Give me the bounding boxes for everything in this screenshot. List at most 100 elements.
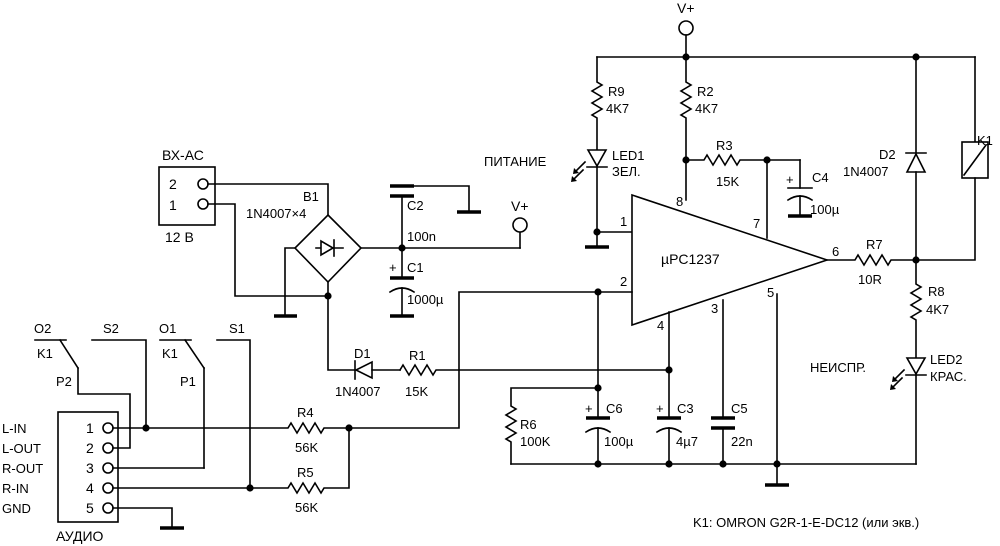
ic-pin3: 3 — [711, 301, 718, 316]
r8-value: 4K7 — [926, 302, 949, 317]
c6-value: 100µ — [604, 434, 634, 449]
led2-color: КРАС. — [930, 369, 967, 384]
b1-part: 1N4007×4 — [246, 206, 306, 221]
r3-ref: R3 — [716, 138, 733, 153]
ic-pin8: 8 — [676, 194, 683, 209]
ic-upc1237: µPC1237 1 2 3 4 5 6 7 8 — [620, 193, 839, 333]
capacitor-c6: + C6 100µ — [584, 288, 634, 465]
ic-pin5: 5 — [767, 285, 774, 300]
b1-ref: B1 — [303, 189, 319, 204]
resistor-r7: R7 10R — [826, 237, 920, 287]
r2-ref: R2 — [697, 84, 714, 99]
c5-value: 22n — [731, 434, 753, 449]
led2: LED2 КРАС. НЕИСПР. — [810, 352, 967, 465]
c4-ref: C4 — [812, 170, 829, 185]
r6-ref: R6 — [520, 417, 537, 432]
r9-ref: R9 — [608, 84, 625, 99]
r4-value: 56K — [295, 440, 318, 455]
led1-label: ПИТАНИЕ — [484, 154, 547, 169]
led1-color: ЗЕЛ. — [612, 164, 641, 179]
resistor-r8: R8 4K7 — [909, 259, 949, 359]
c3-ref: C3 — [677, 401, 694, 416]
vplus-top-terminal: V+ — [677, 0, 695, 36]
audio-pin-2: 2 — [86, 440, 94, 456]
contact-s2-label: S2 — [103, 321, 119, 336]
c2-ref: C2 — [407, 198, 424, 213]
c6-ref: C6 — [606, 401, 623, 416]
audio-pin-3: 3 — [86, 460, 94, 476]
audio-connector: 1 2 3 4 5 L-IN L-OUT R-OUT R-IN GND АУДИ… — [2, 411, 251, 544]
relay-contact-1: O1 S1 K1 P1 — [159, 321, 251, 489]
ac-pin1: 1 — [169, 197, 177, 213]
ic-pin2: 2 — [620, 274, 627, 289]
c3-value: 4µ7 — [676, 434, 698, 449]
r8-ref: R8 — [928, 284, 945, 299]
r7-value: 10R — [858, 272, 882, 287]
ic-pin1: 1 — [620, 214, 627, 229]
c5-ref: C5 — [731, 401, 748, 416]
resistor-r6: R6 100K — [504, 387, 599, 465]
ic-part: µPC1237 — [661, 251, 720, 267]
bridge-b1: B1 1N4007×4 — [207, 183, 521, 318]
ac-voltage: 12 В — [165, 229, 194, 245]
audio-pin-5: 5 — [86, 500, 94, 516]
capacitor-c5: C5 22n — [711, 299, 753, 465]
audio-connector-name: АУДИО — [56, 528, 104, 544]
vplus-mid-label: V+ — [511, 198, 529, 214]
resistor-r9: R9 4K7 — [590, 56, 629, 151]
audio-signal-l-in: L-IN — [2, 421, 27, 436]
d2-part: 1N4007 — [843, 164, 889, 179]
c1-ref: C1 — [407, 260, 424, 275]
relay-part-note: K1: OMRON G2R-1-E-DC12 (или экв.) — [693, 515, 919, 530]
diode-d1: D1 1N4007 — [327, 295, 401, 399]
ac-connector-name: ВХ-АС — [162, 147, 204, 163]
ac-pin2: 2 — [169, 176, 177, 192]
resistor-r3: R3 15K — [685, 138, 801, 239]
contact-s1-label: S1 — [229, 321, 245, 336]
r6-value: 100K — [520, 434, 551, 449]
contact-o1-label: O1 — [159, 321, 176, 336]
vplus-top-label: V+ — [677, 0, 695, 16]
capacitor-c1: + C1 1000µ — [388, 247, 444, 318]
led1: LED1 ЗЕЛ. ПИТАНИЕ — [484, 148, 645, 233]
r5-ref: R5 — [297, 465, 314, 480]
r2-value: 4K7 — [695, 101, 718, 116]
ac-input-connector: ВХ-АС 2 1 12 В — [158, 147, 216, 245]
c3-polarity: + — [656, 401, 664, 416]
contact-o2-label: O2 — [34, 321, 51, 336]
contact-k1a-label: K1 — [37, 346, 53, 361]
relay-k1-coil: K1 — [915, 56, 993, 261]
resistor-r5: R5 56K — [246, 427, 350, 515]
d2-ref: D2 — [879, 147, 896, 162]
bottom-ground-bus — [510, 293, 917, 487]
ic-pin6: 6 — [832, 244, 839, 259]
audio-signal-r-in: R-IN — [2, 481, 29, 496]
diode-d2: D2 1N4007 — [843, 56, 927, 261]
k1-ref: K1 — [977, 133, 993, 148]
r7-ref: R7 — [866, 237, 883, 252]
audio-pin-1: 1 — [86, 420, 94, 436]
led1-ref: LED1 — [612, 148, 645, 163]
vplus-mid-terminal: V+ — [511, 198, 529, 249]
relay-contact-2: O2 S2 K1 P2 — [34, 321, 147, 429]
d1-part: 1N4007 — [335, 384, 381, 399]
capacitor-c2: C2 100n — [390, 184, 481, 249]
r1-value: 15K — [405, 384, 428, 399]
r1-ref: R1 — [409, 348, 426, 363]
c2-value: 100n — [407, 229, 436, 244]
contact-p2-label: P2 — [56, 374, 72, 389]
audio-pin-4: 4 — [86, 480, 94, 496]
audio-signal-gnd: GND — [2, 501, 31, 516]
r5-value: 56K — [295, 500, 318, 515]
d1-ref: D1 — [354, 346, 371, 361]
contact-p1-label: P1 — [180, 374, 196, 389]
resistor-r2: R2 4K7 — [679, 56, 718, 201]
c6-polarity: + — [585, 401, 593, 416]
led2-ref: LED2 — [930, 352, 963, 367]
led2-label: НЕИСПР. — [810, 360, 866, 375]
c1-value: 1000µ — [407, 292, 444, 307]
resistor-r4: R4 56K — [142, 405, 353, 455]
ic-pin4: 4 — [657, 318, 664, 333]
audio-signal-l-out: L-OUT — [2, 441, 41, 456]
